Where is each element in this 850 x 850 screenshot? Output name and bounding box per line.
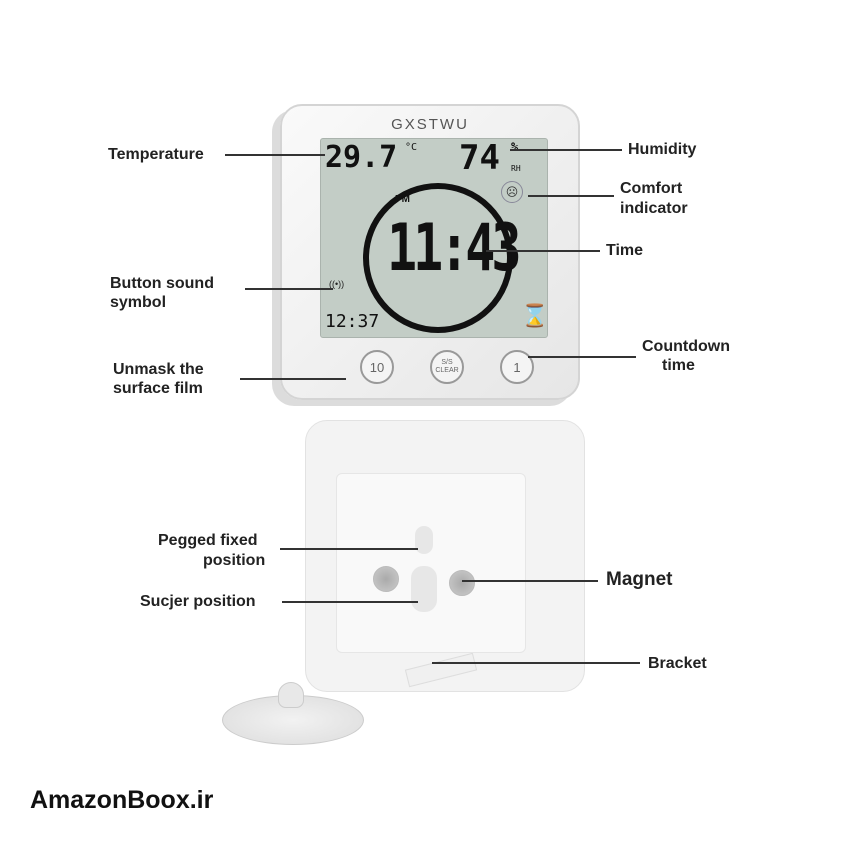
- label-pegged-2: position: [203, 552, 266, 569]
- clock-back: [305, 420, 585, 692]
- label-sucker: Sucjer position: [140, 593, 256, 610]
- leader-pegged: [280, 548, 418, 550]
- label-button-sound-2: symbol: [110, 294, 167, 311]
- button-1-label: 1: [513, 359, 521, 375]
- brand-name: GXSTWU: [391, 116, 469, 133]
- button-10-label: 10: [369, 359, 385, 375]
- label-unmask-1: Unmask the: [113, 361, 204, 378]
- sound-icon: ((•)): [329, 279, 345, 289]
- peg-hole: [415, 526, 433, 554]
- label-comfort-1: Comfort: [620, 180, 683, 197]
- label-temperature: Temperature: [108, 146, 204, 163]
- label-time: Time: [606, 242, 644, 259]
- label-countdown-2: time: [662, 357, 695, 374]
- leader-sucker: [282, 601, 418, 603]
- button-10[interactable]: 10: [360, 350, 394, 384]
- leader-comfort: [528, 195, 614, 197]
- label-magnet: Magnet: [606, 569, 673, 590]
- ss-label: S/S: [441, 359, 453, 366]
- label-humidity: Humidity: [628, 141, 697, 158]
- leader-countdown: [528, 356, 636, 358]
- leader-humidity: [510, 149, 622, 151]
- magnet-left: [373, 566, 399, 592]
- clear-label: CLEAR: [435, 367, 459, 374]
- label-pegged-1: Pegged fixed: [158, 532, 258, 549]
- temperature-reading: 29.7: [325, 140, 398, 175]
- watermark: AmazonBoox.ir: [30, 786, 214, 814]
- label-unmask-2: surface film: [113, 380, 203, 397]
- sad-face-icon: ☹: [501, 181, 523, 203]
- sucker-hole: [411, 566, 437, 612]
- leader-unmask: [240, 378, 346, 380]
- clock-ring: [363, 183, 513, 333]
- leader-time: [486, 250, 600, 252]
- hourglass-icon: ⌛: [521, 303, 549, 328]
- clock-front: GXSTWU 29.7 °C 74 % RH ☹ PM 11:43 ((•)) …: [280, 104, 580, 400]
- label-countdown-1: Countdown: [642, 338, 730, 355]
- bracket: [404, 652, 478, 688]
- temperature-unit: °C: [405, 142, 418, 153]
- magnet-right: [449, 570, 475, 596]
- back-plate: [336, 473, 526, 653]
- label-comfort-2: indicator: [620, 200, 688, 217]
- time-display: 11:43: [387, 210, 522, 286]
- button-1[interactable]: 1: [500, 350, 534, 384]
- humidity-unit: %: [511, 140, 519, 154]
- rh-label: RH: [511, 164, 521, 173]
- countdown-display: 12:37: [325, 311, 380, 332]
- suction-cup-knob: [278, 682, 304, 708]
- label-bracket: Bracket: [648, 655, 707, 672]
- leader-temperature: [225, 154, 325, 156]
- leader-button-sound: [245, 288, 333, 290]
- pm-indicator: PM: [395, 194, 410, 205]
- humidity-reading: 74: [459, 138, 500, 178]
- leader-bracket: [432, 662, 640, 664]
- label-button-sound-1: Button sound: [110, 275, 214, 292]
- leader-magnet: [462, 580, 598, 582]
- lcd-screen: 29.7 °C 74 % RH ☹ PM 11:43 ((•)) 12:37 ⌛: [320, 138, 548, 338]
